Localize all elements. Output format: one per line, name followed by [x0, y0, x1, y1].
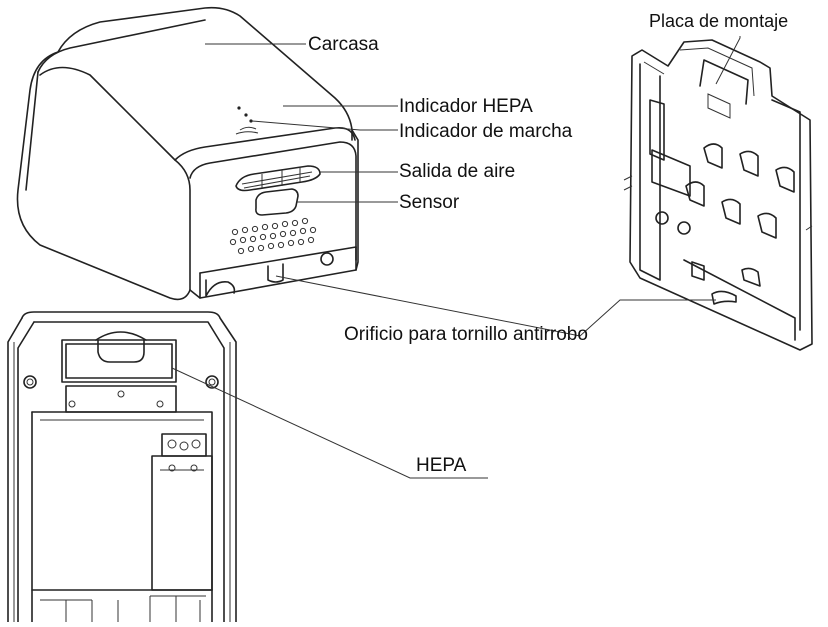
label-carcasa: Carcasa [308, 34, 379, 55]
sensor-window [255, 188, 299, 216]
mounting-plate [623, 39, 813, 351]
hepa-filter [61, 339, 177, 383]
back-view [7, 311, 237, 623]
label-indicador-hepa: Indicador HEPA [399, 96, 533, 117]
label-placa-montaje: Placa de montaje [649, 11, 789, 31]
label-sensor: Sensor [399, 192, 460, 213]
label-indicador-marcha: Indicador de marcha [399, 121, 573, 142]
leader-lines [171, 36, 741, 479]
grille-holes [229, 217, 334, 266]
label-salida-aire: Salida de aire [399, 161, 516, 182]
air-outlet [235, 165, 321, 192]
device-housing [16, 6, 359, 301]
label-hepa: HEPA [416, 455, 467, 476]
label-orificio-tornillo: Orificio para tornillo antirrobo [344, 324, 588, 345]
